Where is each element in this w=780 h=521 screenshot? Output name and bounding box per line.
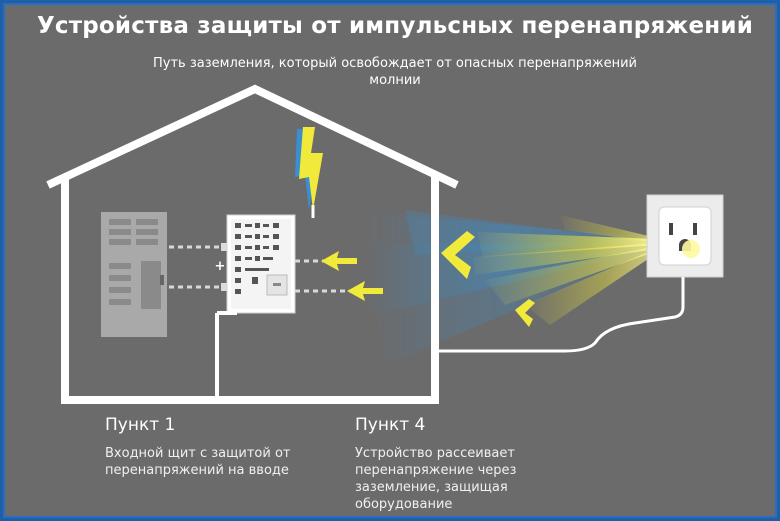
- image-frame: + Устройства защиты от импульсных перена…: [3, 3, 777, 518]
- surge-beams: [473, 215, 657, 325]
- page-subtitle: Путь заземления, который освобождает от …: [153, 56, 637, 88]
- caption-heading: Пункт 1: [105, 415, 176, 435]
- connector-plugs: [221, 243, 229, 291]
- page-title: Устройства защиты от импульсных перенапр…: [36, 13, 754, 39]
- plus-symbol: +: [215, 259, 226, 274]
- caption-point-4: Пункт 4 Устройство рассеивает перенапряж…: [355, 415, 555, 513]
- caption-point-1: Пункт 1 Входной щит с защитой от перенап…: [105, 415, 305, 479]
- wall-outlet-icon: [646, 194, 724, 278]
- surge-chevron-icon: [441, 231, 535, 327]
- caption-text: Входной щит с защитой от перенапряжений …: [105, 446, 291, 478]
- arrow-left-icon: [321, 251, 383, 301]
- dashed-connections: [169, 245, 350, 293]
- scene-illustration: +: [46, 84, 724, 404]
- main-distribution-panel: [101, 212, 167, 337]
- house-outline: [46, 84, 459, 404]
- caption-text: Устройство рассеивает перенапряжение чер…: [355, 446, 517, 512]
- lightning-bolt-icon: [295, 127, 323, 218]
- surge-protection-device: [226, 214, 296, 314]
- caption-heading: Пункт 4: [355, 415, 426, 435]
- ground-wire-right: [435, 277, 685, 353]
